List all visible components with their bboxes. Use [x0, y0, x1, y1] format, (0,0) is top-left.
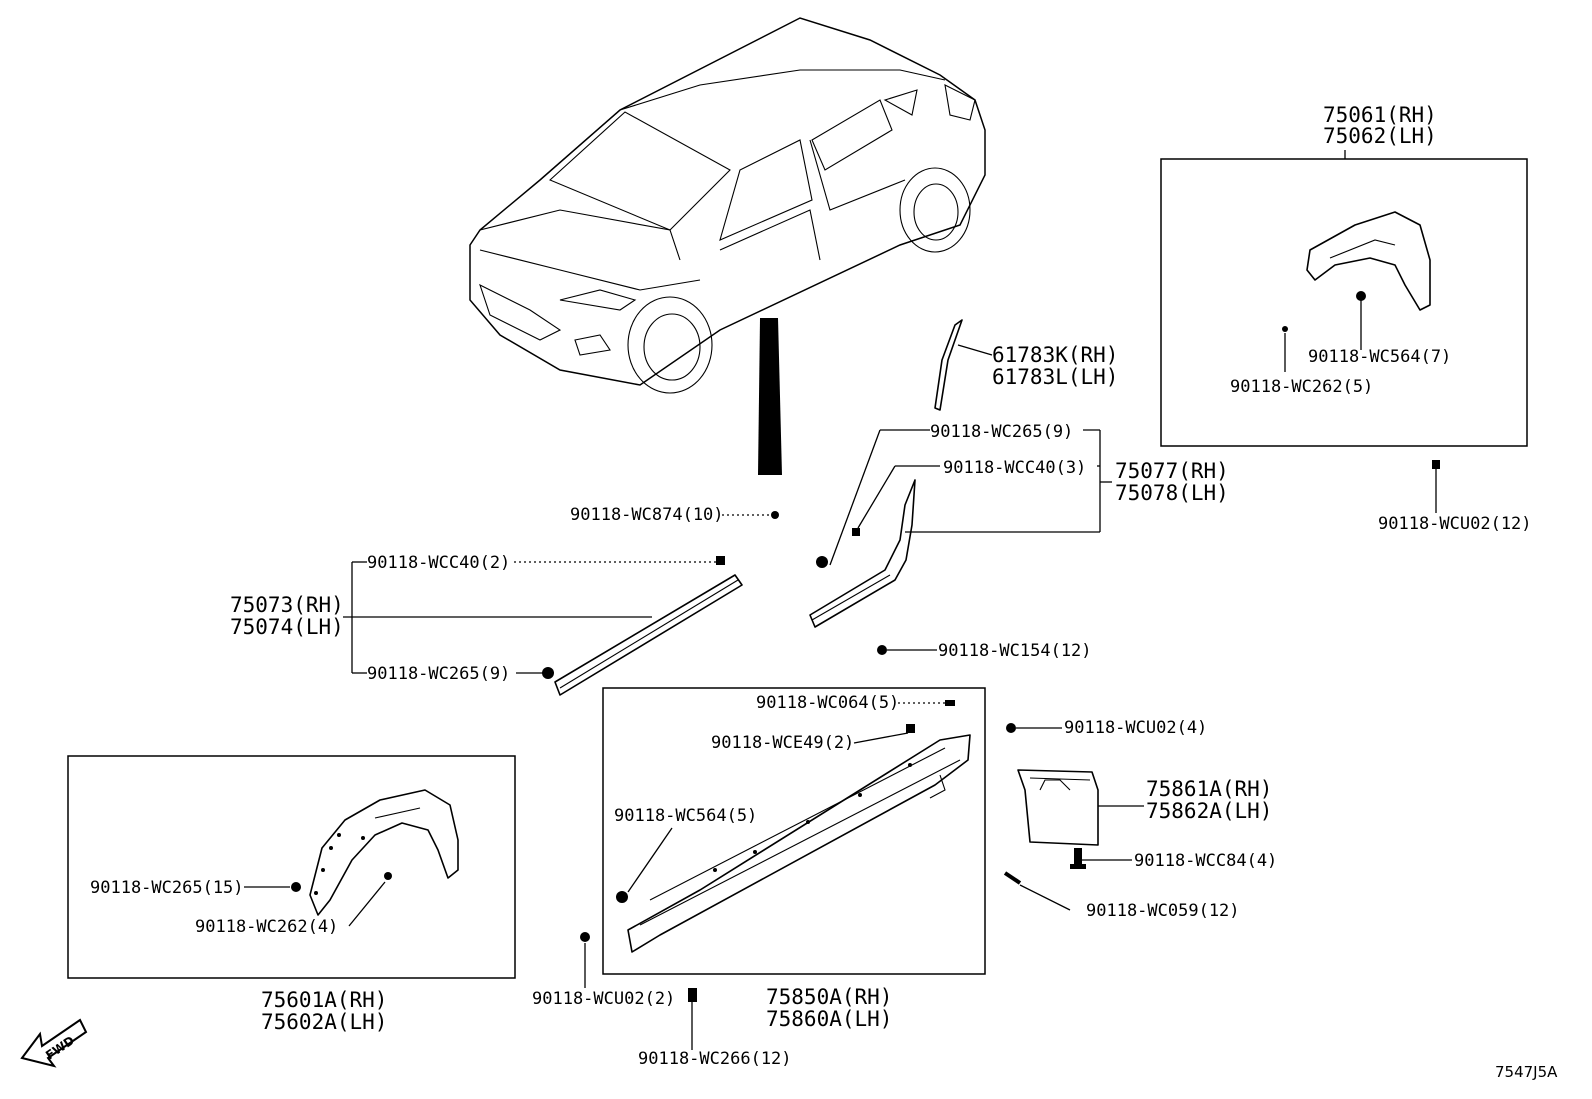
vehicle-illustration [469, 17, 986, 394]
clip-icon [580, 932, 590, 942]
clip-icon [877, 645, 887, 655]
clip-icon [1356, 291, 1366, 350]
callout-wc874-10: 90118-WC874(10) [570, 505, 724, 525]
callout-75862a: 75862A(LH) [1146, 799, 1272, 823]
callout-wcu02-2: 90118-WCU02(2) [532, 989, 675, 1009]
callout-75061: 75061(RH) [1323, 103, 1437, 127]
callout-wc064-5: 90118-WC064(5) [756, 693, 899, 713]
diagram-code: 7547J5A [1495, 1063, 1558, 1081]
callout-75602a: 75602A(LH) [261, 1010, 387, 1034]
clip-icon [906, 724, 915, 733]
callout-wcc84-4: 90118-WCC84(4) [1134, 851, 1277, 871]
callout-wcu02-12: 90118-WCU02(12) [1378, 514, 1532, 534]
callout-75860a: 75860A(LH) [766, 1007, 892, 1031]
clip-icon [1006, 723, 1016, 733]
clip-icon [1282, 326, 1288, 372]
callout-61783k: 61783K(RH) [992, 343, 1118, 367]
clip-icon [291, 882, 301, 892]
callout-wc265-9b: 90118-WC265(9) [367, 664, 510, 684]
callout-75078: 75078(LH) [1115, 481, 1229, 505]
callout-wc564-5: 90118-WC564(5) [614, 806, 757, 826]
clip-icon [852, 528, 860, 536]
callout-75077: 75077(RH) [1115, 459, 1229, 483]
clip-icon [816, 556, 828, 568]
clip-icon [542, 667, 554, 679]
callout-75861a: 75861A(RH) [1146, 777, 1272, 801]
pointer-wedge [758, 318, 782, 475]
front-wheel-opening-molding-group: 90118-WC265(15) 90118-WC262(4) [67, 755, 516, 979]
rocker-panel-molding-group: 90118-WC064(5) 90118-WCE49(2) 90118-WC56… [602, 687, 986, 975]
front-door-lower-molding-part [554, 574, 743, 696]
rear-wheel-opening-molding-group: 75061(RH) 75062(LH) 90118-WC564(7) 90118… [1160, 103, 1528, 447]
screw-icon [945, 700, 955, 706]
callout-75850a: 75850A(RH) [766, 985, 892, 1009]
callout-75074: 75074(LH) [230, 615, 344, 639]
bolt-icon [1070, 848, 1086, 869]
callout-wcu02-4: 90118-WCU02(4) [1064, 718, 1207, 738]
callout-wc262-5: 90118-WC262(5) [1230, 377, 1373, 397]
clip-icon [616, 891, 628, 903]
rear-door-lower-molding-part [809, 479, 916, 628]
callout-wc265-9a: 90118-WC265(9) [930, 422, 1073, 442]
clip-icon [1432, 460, 1440, 469]
fwd-arrow-icon: FWD [20, 1018, 88, 1068]
callout-wc564-7: 90118-WC564(7) [1308, 347, 1451, 367]
callout-wc266-12: 90118-WC266(12) [638, 1049, 792, 1069]
rear-fender-flare-part [1306, 211, 1431, 311]
callout-wcc40-3: 90118-WCC40(3) [943, 458, 1086, 478]
clip-icon [771, 511, 779, 519]
door-frame-molding-part [934, 319, 963, 411]
callout-75073: 75073(RH) [230, 593, 344, 617]
screw-icon [1003, 871, 1022, 885]
callout-61783l: 61783L(LH) [992, 365, 1118, 389]
callout-wcc40-2: 90118-WCC40(2) [367, 553, 510, 573]
callout-75062: 75062(LH) [1323, 124, 1437, 148]
clip-icon [716, 556, 725, 565]
mudguard-part [1017, 769, 1099, 846]
callout-wc059-12: 90118-WC059(12) [1086, 901, 1240, 921]
front-fender-flare-part [309, 789, 459, 916]
clip-icon [688, 988, 697, 1002]
callout-wc265-15: 90118-WC265(15) [90, 878, 244, 898]
callout-wc262-4: 90118-WC262(4) [195, 917, 338, 937]
callout-wce49-2: 90118-WCE49(2) [711, 733, 854, 753]
callout-wc154-12: 90118-WC154(12) [938, 641, 1092, 661]
callout-75601a: 75601A(RH) [261, 988, 387, 1012]
clip-icon [384, 872, 392, 880]
